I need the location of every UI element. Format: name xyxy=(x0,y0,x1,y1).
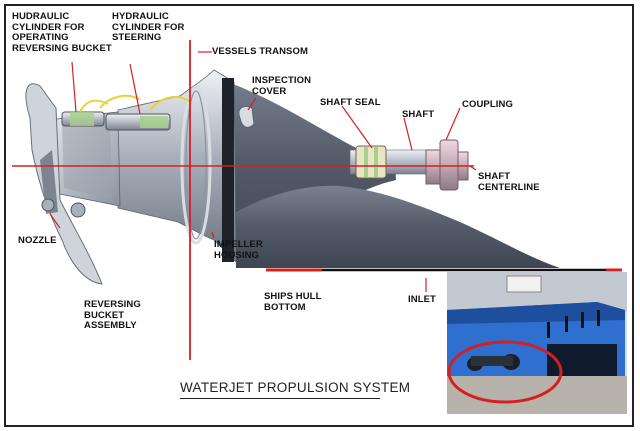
shaft-seal-band-2 xyxy=(374,147,378,177)
bucket-pivot xyxy=(41,198,55,212)
label-shaft: SHAFT xyxy=(402,109,435,120)
nozzle-shadow xyxy=(62,118,112,200)
inspection-cover xyxy=(238,105,255,128)
label-hydraulic-steering: HYDRAULIC CYLINDER FOR STEERING xyxy=(112,11,185,43)
label-reversing-bucket: REVERSING BUCKET ASSEMBLY xyxy=(84,299,141,331)
label-nozzle: NOZZLE xyxy=(18,235,57,246)
impeller-housing-ring xyxy=(180,85,212,245)
leader-lines xyxy=(49,51,477,292)
cylinder-bucket-body xyxy=(70,112,94,126)
transom-flange xyxy=(222,78,234,262)
impeller-housing-ring-inner xyxy=(185,90,207,240)
label-inspection-cover: INSPECTION COVER xyxy=(252,75,312,97)
label-impeller-housing: IMPELLER HOUSING xyxy=(214,239,263,261)
label-vessels-transom: VESSELS TRANSOM xyxy=(212,46,308,57)
bucket-pivot-2 xyxy=(70,202,86,218)
label-shaft-centerline: SHAFT CENTERLINE xyxy=(478,171,540,193)
inset-photo xyxy=(447,272,627,414)
label-ships-hull-bottom: SHIPS HULL BOTTOM xyxy=(264,291,322,313)
diagram-title: WATERJET PROPULSION SYSTEM xyxy=(180,380,411,395)
label-shaft-seal: SHAFT SEAL xyxy=(320,97,381,108)
label-hydraulic-bucket: HUDRAULIC CYLINDER FOR OPERATING REVERSI… xyxy=(12,11,112,54)
label-coupling: COUPLING xyxy=(462,99,513,110)
label-inlet: INLET xyxy=(408,294,436,305)
cylinder-steering-body xyxy=(140,116,168,128)
inset-photo-drawing xyxy=(447,272,627,414)
shaft-seal xyxy=(355,145,387,179)
coupling-flange xyxy=(439,139,459,191)
shaft-seal-band xyxy=(364,147,368,177)
title-underline xyxy=(180,398,380,399)
coupling-hub xyxy=(425,149,441,185)
intake-duct-lower xyxy=(236,185,560,268)
